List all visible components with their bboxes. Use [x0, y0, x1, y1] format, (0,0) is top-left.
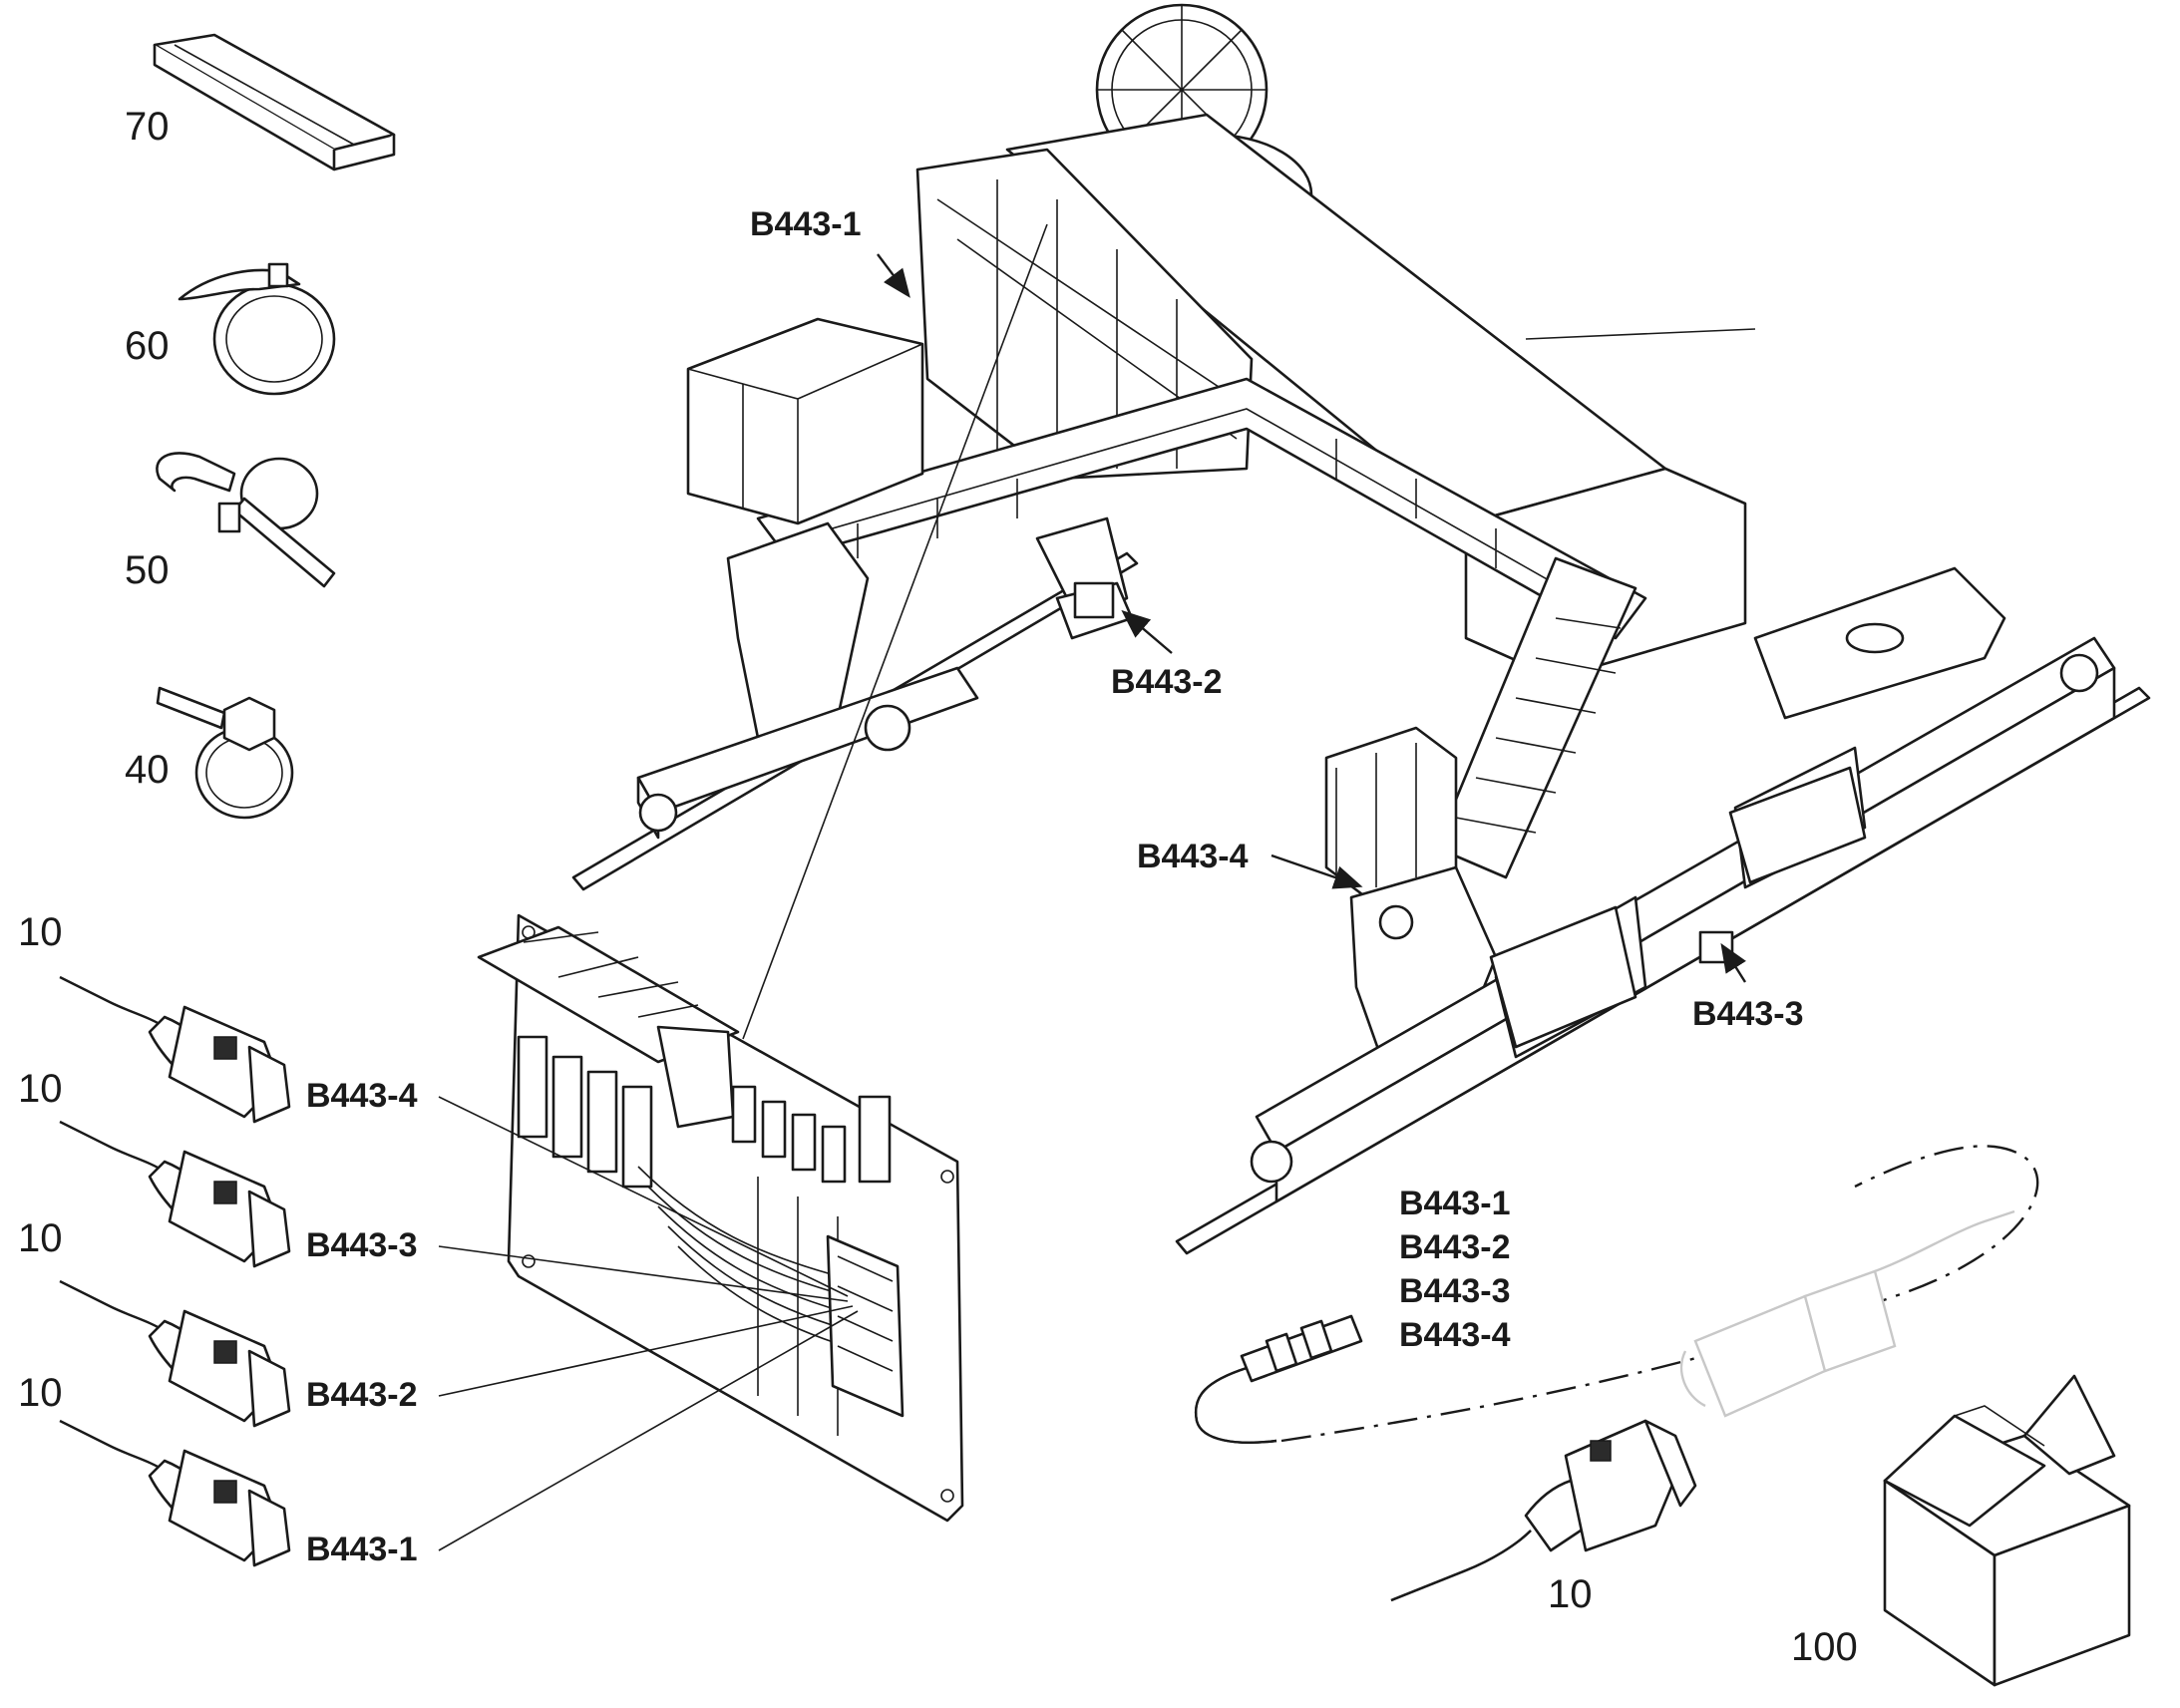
label-b443-2-machine: B443-2 — [1111, 663, 1223, 701]
leader-b443-1 — [438, 1310, 859, 1551]
label-b443-4-panel: B443-4 — [306, 1077, 418, 1115]
callout-10-b: 10 — [18, 1067, 63, 1111]
callout-60: 60 — [125, 324, 170, 368]
mating-connector-ghost — [1679, 1209, 2015, 1418]
callout-100: 100 — [1791, 1625, 1858, 1669]
callout-10-a: 10 — [18, 910, 63, 954]
arrow-b443-3 — [1720, 942, 1747, 983]
label-sensor-b443-1: B443-1 — [1399, 1185, 1511, 1222]
label-sensor-b443-2: B443-2 — [1399, 1228, 1511, 1266]
detail-link-line — [742, 223, 1048, 1040]
label-sensor-b443-4: B443-4 — [1399, 1316, 1511, 1354]
cable-route-dashdot — [1280, 1145, 2039, 1443]
connector-10-d — [59, 1419, 291, 1567]
leader-b443-2 — [438, 1305, 854, 1397]
label-b443-2-panel: B443-2 — [306, 1376, 418, 1414]
cable-tie-mount-part — [156, 452, 336, 588]
leader-b443-4 — [438, 1096, 849, 1297]
connector-10-c — [59, 1279, 291, 1428]
cable-tie-part — [156, 686, 294, 820]
leader-b443-3 — [438, 1245, 849, 1302]
label-b443-4-machine: B443-4 — [1137, 838, 1249, 875]
callout-70: 70 — [125, 105, 170, 149]
label-b443-3-machine: B443-3 — [1692, 995, 1804, 1033]
arrow-b443-4 — [1271, 854, 1363, 889]
callout-40: 40 — [125, 748, 170, 792]
callout-50: 50 — [125, 548, 170, 592]
channel-strip-part — [153, 33, 396, 171]
label-b443-3-panel: B443-3 — [306, 1226, 418, 1264]
label-sensor-b443-3: B443-3 — [1399, 1272, 1511, 1310]
control-panel-detail — [477, 913, 964, 1523]
arrow-b443-2 — [1121, 609, 1173, 654]
shipping-box-part — [1883, 1374, 2131, 1687]
gantry-machine — [571, 3, 2151, 1255]
connector-10-b — [59, 1120, 291, 1268]
arrow-b443-1 — [877, 253, 910, 298]
label-b443-1-panel: B443-1 — [306, 1531, 418, 1568]
hose-clamp-part — [178, 262, 336, 396]
label-b443-1-machine: B443-1 — [750, 205, 862, 243]
callout-10-c: 10 — [18, 1216, 63, 1260]
proximity-sensor — [1194, 1314, 1363, 1444]
connector-10-a — [59, 975, 291, 1124]
connector-10-bottom — [1390, 1419, 1697, 1602]
callout-10-d: 10 — [18, 1371, 63, 1415]
callout-10-bottom: 10 — [1548, 1572, 1593, 1616]
